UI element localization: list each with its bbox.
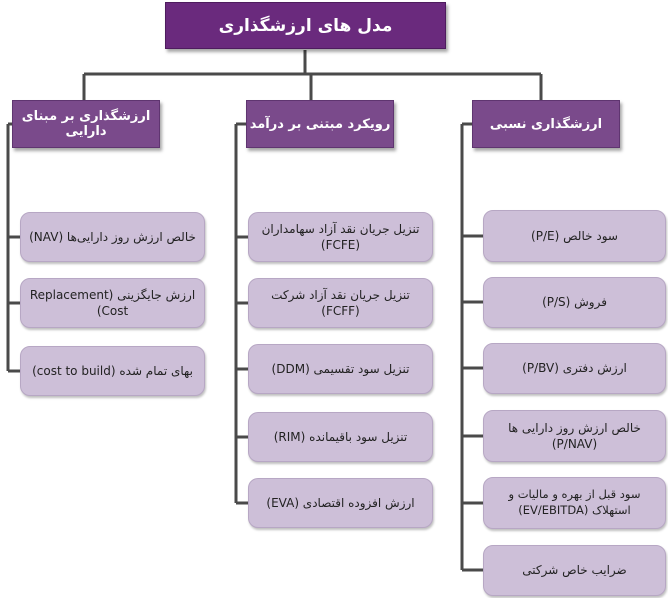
branch-heading-income-based: رویکرد مبتنی بر درآمد xyxy=(246,100,394,148)
node-fcff: تنزیل جریان نقد آزاد شرکت (FCFF) xyxy=(248,278,433,328)
node-replacement-cost: ارزش جایگزینی (Replacement Cost) xyxy=(20,278,205,328)
node-eva: ارزش افزوده اقتصادی (EVA) xyxy=(248,478,433,528)
node-pbv: ارزش دفتری (P/BV) xyxy=(483,343,666,394)
node-fcfe: تنزیل جریان نقد آزاد سهامداران (FCFE) xyxy=(248,212,433,262)
branch-heading-asset-based: ارزشگذاری بر مبنای دارایی xyxy=(12,100,160,148)
branch-heading-relative: ارزشگذاری نسبی xyxy=(472,100,620,148)
diagram-title: مدل های ارزشگذاری xyxy=(165,2,446,49)
node-company-specific-ratios: ضرایب خاص شرکتی xyxy=(483,545,666,596)
node-ddm: تنزیل سود تقسیمی (DDM) xyxy=(248,344,433,394)
node-nav: خالص ارزش روز دارایی‌ها (NAV) xyxy=(20,212,205,262)
node-cost-to-build: بهای تمام شده (cost to build) xyxy=(20,346,205,396)
node-pe: سود خالص (P/E) xyxy=(483,210,666,262)
node-ev-ebitda: سود قبل از بهره و مالیات و استهلاک (EV/E… xyxy=(483,477,666,529)
node-rim: تنزیل سود باقیمانده (RIM) xyxy=(248,412,433,462)
node-ps: فروش (P/S) xyxy=(483,277,666,328)
node-pnav: خالص ارزش روز دارایی ها (P/NAV) xyxy=(483,410,666,462)
